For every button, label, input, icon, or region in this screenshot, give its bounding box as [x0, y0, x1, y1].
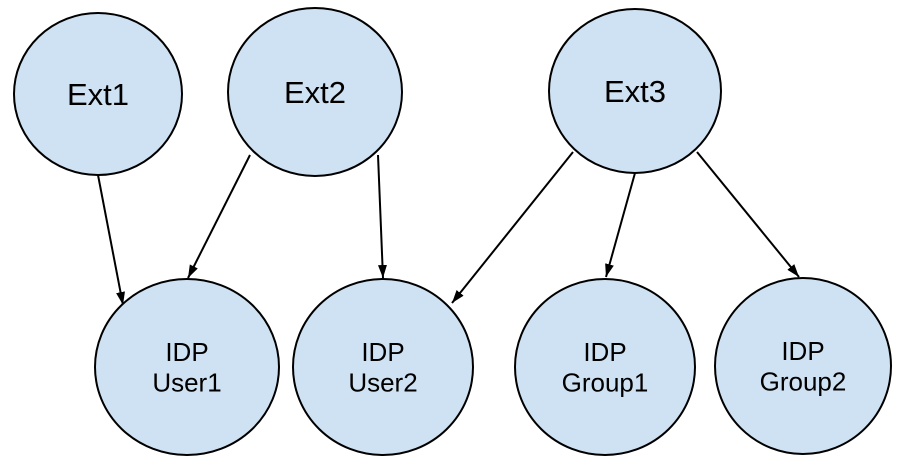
- ext3-label-line-0: Ext3: [604, 74, 666, 109]
- idp-user2-label-line-1: User2: [348, 367, 417, 397]
- edge-ext3-to-idp-user2: [451, 151, 574, 304]
- idp-group1-circle: [514, 278, 696, 456]
- idp-group2-label-line-1: Group2: [760, 366, 847, 396]
- ext3-label: Ext3: [604, 74, 666, 109]
- idp-group2-circle: [714, 277, 892, 455]
- edge-ext2-to-idp-user2: [377, 154, 387, 279]
- ext1-label: Ext1: [67, 77, 129, 112]
- idp-user1-label-line-0: IDP: [165, 337, 208, 367]
- idp-user1-circle: [94, 278, 280, 456]
- idp-user2-label-line-0: IDP: [361, 337, 404, 367]
- idp-group1-label-line-1: Group1: [562, 367, 649, 397]
- edge-ext3-to-idp-group2: [696, 151, 800, 278]
- idp-user1-label-line-1: User1: [152, 367, 221, 397]
- edge-ext2-to-idp-user1: [187, 154, 251, 279]
- edge-ext1-to-idp-user1: [97, 174, 125, 306]
- ext3-circle: [548, 8, 722, 174]
- idp-user2-circle: [292, 278, 474, 456]
- ext2-label: Ext2: [284, 75, 346, 110]
- ext1-label-line-0: Ext1: [67, 77, 129, 112]
- node-ext1: Ext1: [13, 12, 183, 176]
- idp-group1-label-line-0: IDP: [583, 337, 626, 367]
- edge-ext3-to-idp-group1: [605, 172, 636, 278]
- ext1-circle: [13, 12, 183, 176]
- idp-group2-label-line-0: IDP: [781, 336, 824, 366]
- ext2-label-line-0: Ext2: [284, 75, 346, 110]
- node-ext2: Ext2: [227, 7, 403, 177]
- ext2-circle: [227, 7, 403, 177]
- node-ext3: Ext3: [548, 8, 722, 174]
